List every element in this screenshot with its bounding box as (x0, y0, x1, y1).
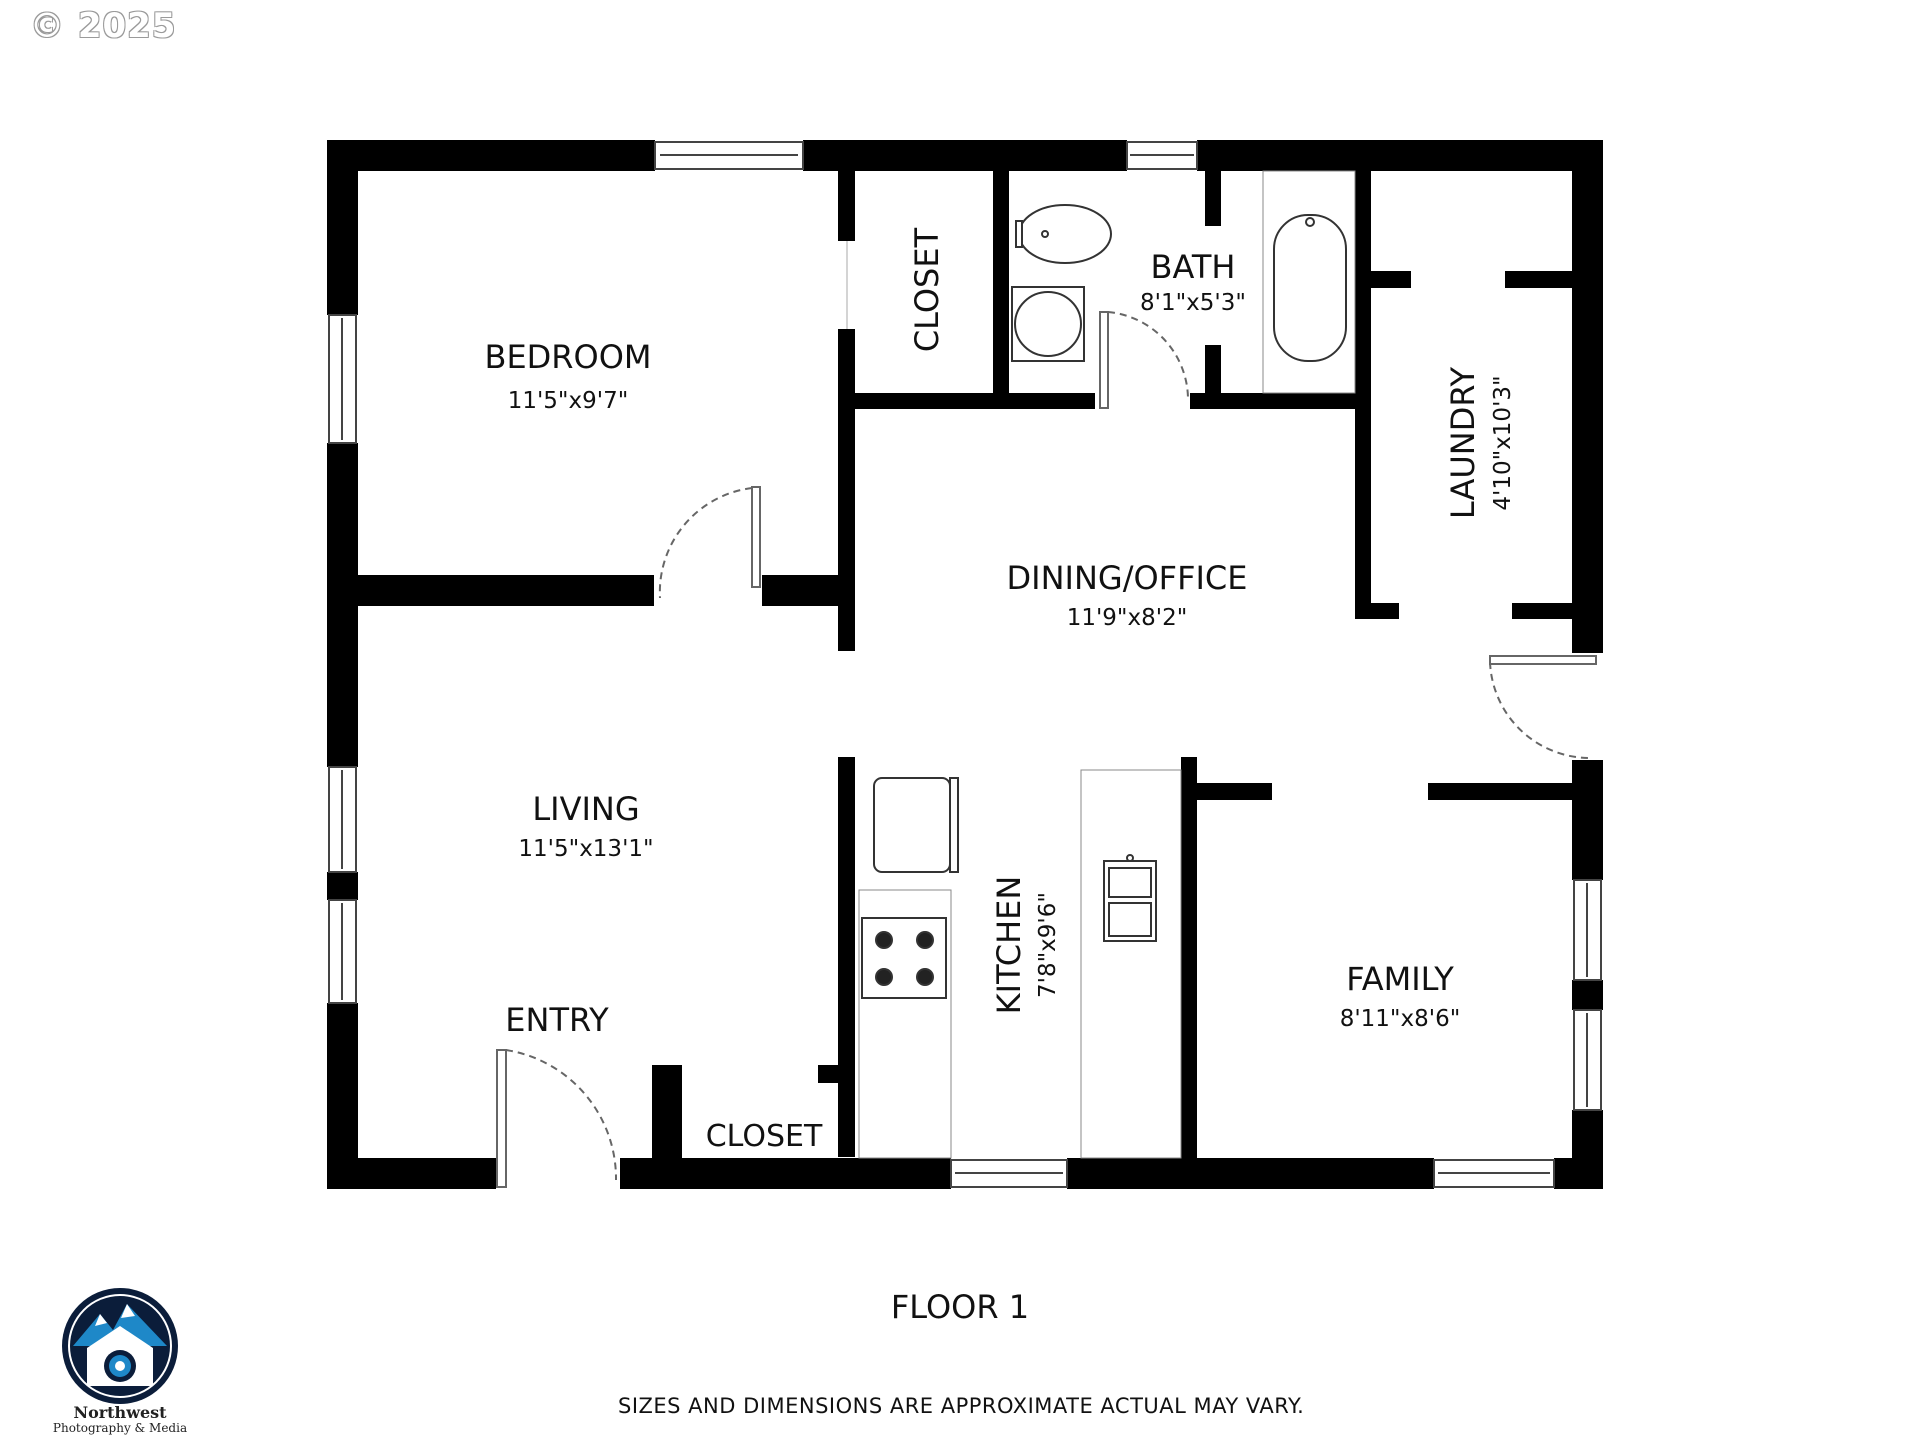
room-living-dim: 11'5"x13'1" (518, 836, 653, 862)
doors (496, 241, 1597, 1188)
room-family-name: FAMILY (1346, 960, 1454, 998)
room-laundry-name: LAUNDRY (1444, 366, 1482, 519)
room-bedroom-name: BEDROOM (484, 338, 651, 376)
brand-tagline: Photography & Media (52, 1421, 188, 1435)
room-bath-dim: 8'1"x5'3" (1140, 290, 1246, 316)
room-kitchen-name: KITCHEN (990, 876, 1028, 1015)
room-bedroom-dim: 11'5"x9'7" (508, 388, 629, 414)
brand-logo-icon (62, 1288, 178, 1404)
room-closet-bedroom-name: CLOSET (908, 227, 946, 352)
room-entry-name: ENTRY (505, 1001, 609, 1039)
room-laundry-dim: 4'10"x10'3" (1490, 375, 1516, 510)
room-bath-name: BATH (1151, 248, 1236, 286)
windows (328, 141, 1602, 1188)
walls (327, 140, 1603, 1189)
room-family-dim: 8'11"x8'6" (1340, 1006, 1461, 1032)
floor-title: FLOOR 1 (890, 1288, 1030, 1326)
brand-name: Northwest (73, 1403, 167, 1422)
room-kitchen-dim: 7'8"x9'6" (1035, 892, 1061, 998)
disclaimer-text: SIZES AND DIMENSIONS ARE APPROXIMATE ACT… (618, 1394, 1305, 1418)
room-closet-entry-name: CLOSET (706, 1119, 823, 1154)
room-dining-name: DINING/OFFICE (1007, 559, 1248, 597)
room-living-name: LIVING (532, 790, 639, 828)
room-dining-dim: 11'9"x8'2" (1067, 605, 1188, 631)
copyright-watermark: © 2025 (30, 6, 177, 46)
fixtures (858, 170, 1356, 1159)
room-labels: BEDROOM 11'5"x9'7" CLOSET BATH 8'1"x5'3"… (484, 227, 1516, 1154)
